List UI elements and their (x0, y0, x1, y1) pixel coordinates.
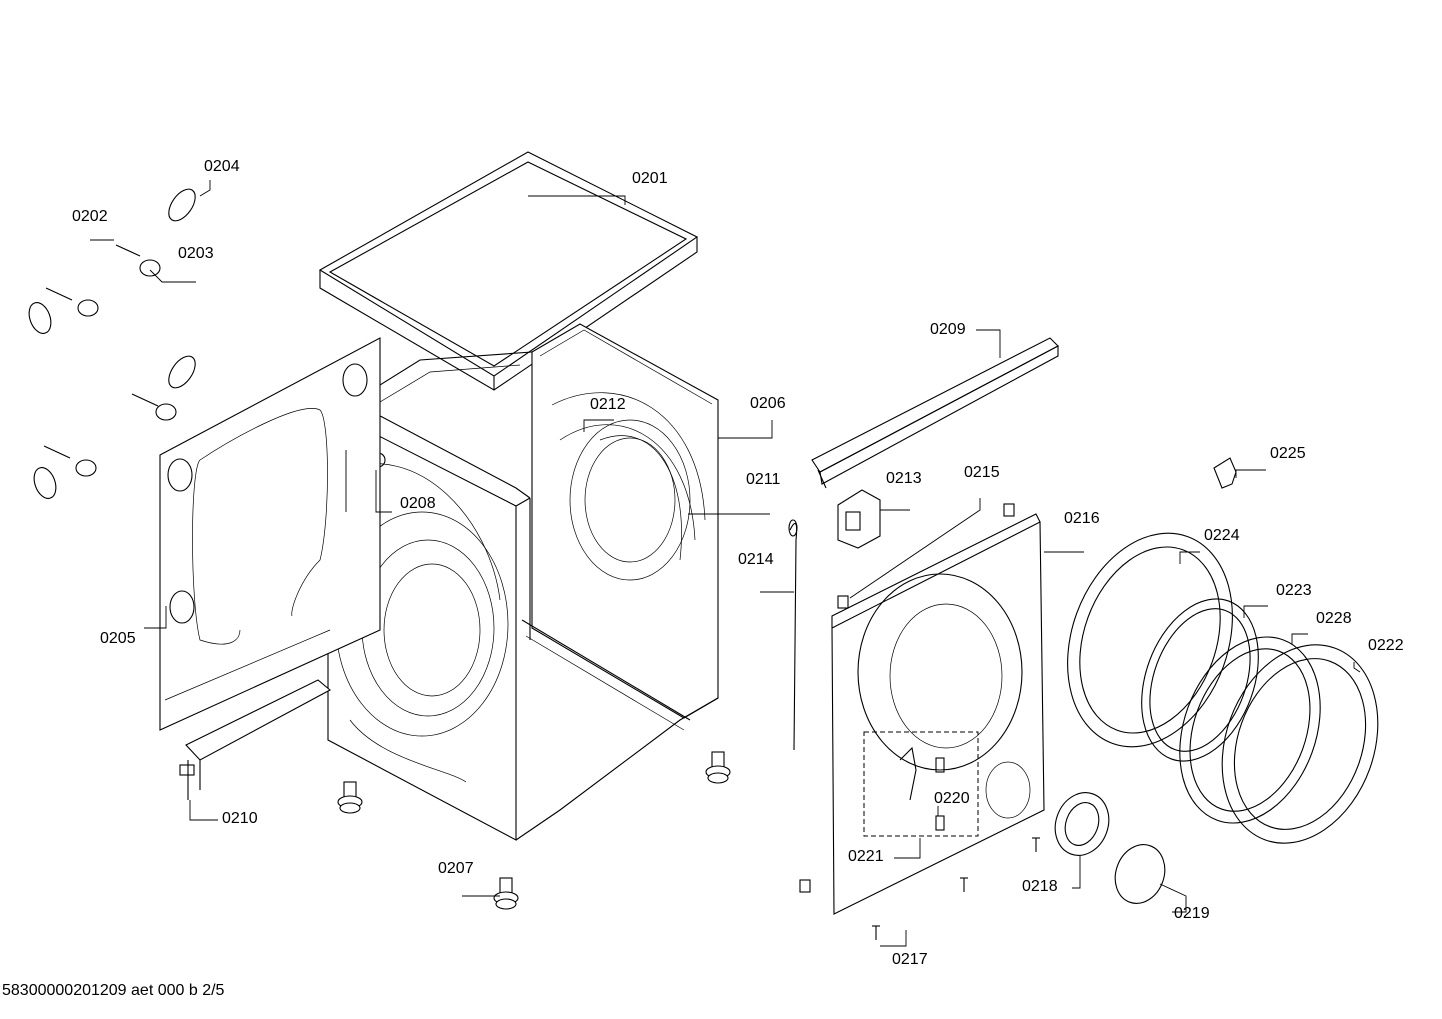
part-label-0214: 0214 (738, 551, 774, 568)
foot-part (337, 751, 731, 910)
screw-part (872, 837, 1040, 940)
module-part (837, 489, 881, 549)
part-label-0218: 0218 (1022, 878, 1058, 895)
part-label-0201: 0201 (632, 170, 668, 187)
part-label-0207: 0207 (438, 860, 474, 877)
door-ring-parts (1067, 532, 1379, 844)
part-label-0212: 0212 (590, 396, 626, 413)
top-cover-part (318, 151, 699, 391)
part-label-0203: 0203 (178, 245, 214, 262)
part-label-0224: 0224 (1204, 527, 1240, 544)
transport-bracket-parts (28, 188, 196, 499)
leader-lines (90, 180, 1361, 947)
part-label-0209: 0209 (930, 321, 966, 338)
part-label-0208: 0208 (400, 495, 436, 512)
left-side-panel (159, 337, 381, 731)
part-label-0221: 0221 (848, 848, 884, 865)
part-label-0223: 0223 (1276, 582, 1312, 599)
part-label-0219: 0219 (1174, 905, 1210, 922)
clip-part (1213, 457, 1237, 489)
part-label-0217: 0217 (892, 951, 928, 968)
strap-part (788, 519, 798, 751)
part-label-0228: 0228 (1316, 610, 1352, 627)
part-label-0216: 0216 (1064, 510, 1100, 527)
part-label-0222: 0222 (1368, 637, 1404, 654)
part-label-0205: 0205 (100, 630, 136, 647)
front-panel (799, 503, 1045, 915)
bottom-rail-part (179, 679, 331, 800)
part-label-0210: 0210 (222, 810, 258, 827)
part-label-0211: 0211 (746, 471, 781, 488)
cabinet-body (327, 323, 719, 841)
part-label-0202: 0202 (72, 208, 108, 225)
part-label-0204: 0204 (204, 158, 240, 175)
part-label-0206: 0206 (750, 395, 786, 412)
cover-disc-part (1114, 844, 1166, 904)
top-rail-part (811, 337, 1059, 489)
part-label-0213: 0213 (886, 470, 922, 487)
part-label-0220: 0220 (934, 790, 970, 807)
document-footer-code: 58300000201209 aet 000 b 2/5 (2, 982, 225, 999)
hinge-hub-part (1054, 792, 1110, 856)
part-label-0215: 0215 (964, 464, 1000, 481)
part-label-0225: 0225 (1270, 445, 1306, 462)
